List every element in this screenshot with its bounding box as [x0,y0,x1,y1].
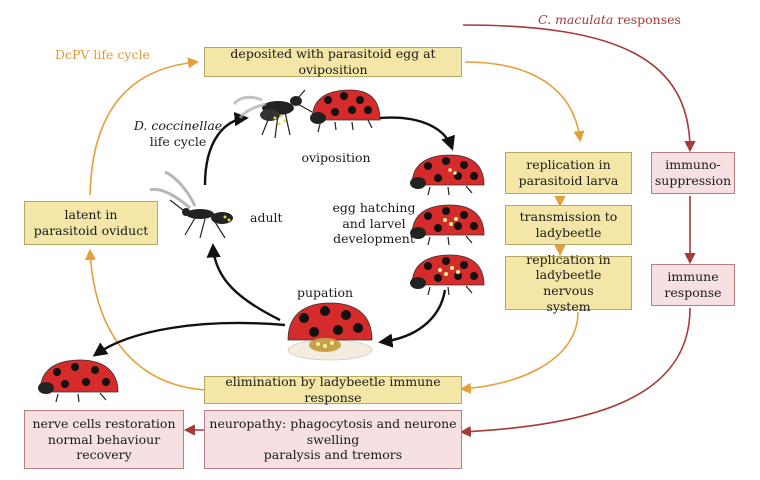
orange-arrow-latent-to-deposit [89,57,200,196]
dcoccinellae-species-name: D. coccinellae [133,118,223,133]
ladybeetle-larva-2 [410,204,485,246]
orange-arrow-elimination-to-latent [84,248,206,391]
neuropathy-box: neuropathy: phagocytosis and neurone swe… [204,410,462,469]
ladybeetle-pupation [287,302,373,361]
elimination-box: elimination by ladybeetle immune respons… [204,374,462,405]
orange-arrow-deposit-to-replication [464,61,585,143]
cmaculata-species-name: C. maculata [538,12,614,27]
cmaculata-responses-title: C. maculata responses [538,12,681,28]
immune-response-box: immune response [651,264,735,306]
cmaculata-responses-suffix: responses [613,12,681,27]
dcoccinellae-cycle-suffix: life cycle [149,133,207,149]
black-arrow-larvae-to-pupation [378,289,447,348]
black-arrow-adult-to-oviposition [203,111,249,186]
red-arrow-response-to-neuropathy [459,307,691,438]
wasp-ovipositing-illustration [232,89,313,139]
egg-hatching-label: egg hatching and larvel development [332,200,416,247]
ladybeetle-larva-3 [410,254,485,296]
replication-nervous-box: replication in ladybeetle nervous system [505,252,632,314]
adult-label: adult [250,210,283,225]
red-arrow-to-immunosuppression [462,24,696,153]
black-arrow-oviposition-to-larvae [379,116,455,151]
black-arrow-pupation-to-adult [206,243,281,322]
replication-larva-box: replication in parasitoid larva [505,152,632,194]
pupation-label: pupation [296,285,354,300]
orange-arrow-nervous-to-elimination [459,311,579,394]
dcpv-cycle-title: DcPV life cycle [55,47,150,62]
latent-oviduct-box: latent in parasitoid oviduct [24,201,158,245]
deposited-oviposition-box: deposited with parasitoid egg at oviposi… [204,46,462,77]
ladybeetle-oviposition [310,89,381,133]
ladybeetle-larva-1 [410,154,485,196]
recovery-box: nerve cells restoration normal behaviour… [24,410,184,469]
wasp-adult-illustration [149,170,233,239]
oviposition-label: oviposition [301,150,371,165]
black-arrow-pupation-to-beetle [92,321,286,357]
transmission-box: transmission to ladybeetle [505,205,632,245]
immunosuppression-box: immuno- suppression [651,152,735,194]
ladybeetle-recovered [38,359,119,403]
